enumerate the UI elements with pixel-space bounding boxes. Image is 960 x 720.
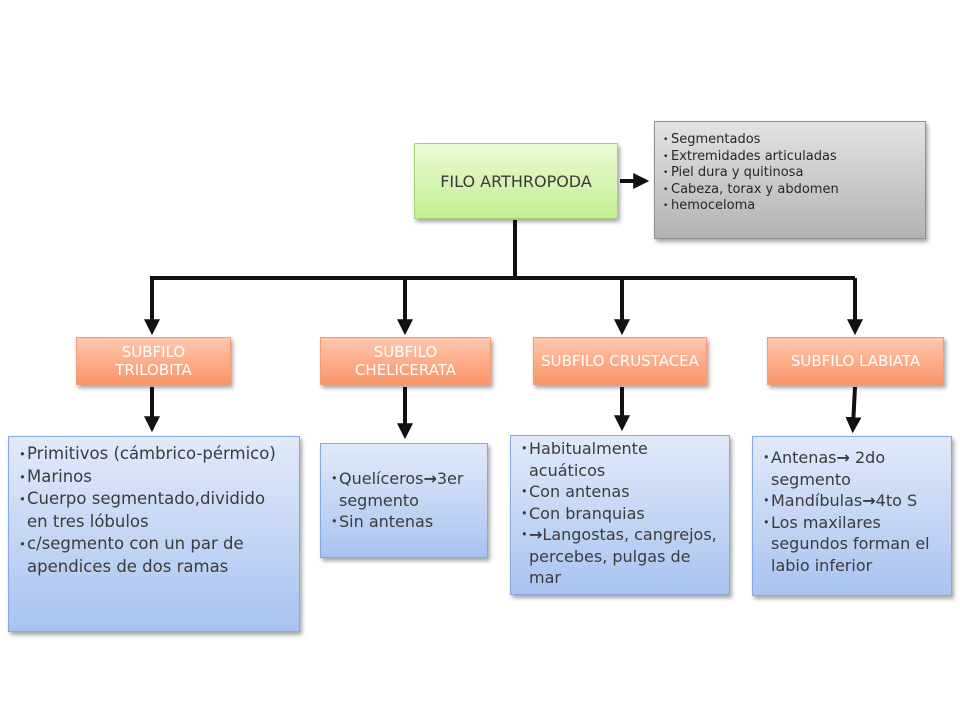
right-arrow-icon: → xyxy=(423,469,437,488)
right-arrow-icon: → xyxy=(836,448,850,467)
list-item: Quelíceros→3er segmento xyxy=(331,468,477,511)
list-item: Mandíbulas→4to S xyxy=(763,490,941,512)
list-item: hemoceloma xyxy=(663,198,917,215)
subphylum-label: SUBFILO CHELICERATA xyxy=(354,343,457,379)
details-list: Habitualmente acuáticos Con antenas Con … xyxy=(521,438,719,589)
item-text: Langostas, cangrejos, percebes, pulgas d… xyxy=(529,525,717,587)
right-arrow-icon: → xyxy=(862,491,876,510)
labiata-details: Antenas→ 2do segmento Mandíbulas→4to S L… xyxy=(752,436,952,596)
item-text: 4to S xyxy=(875,491,918,510)
list-item: Habitualmente acuáticos xyxy=(521,438,719,481)
list-item: Extremidades articuladas xyxy=(663,149,917,166)
item-text: 3er segmento xyxy=(339,469,464,510)
subphylum-trilobita: SUBFILO TRILOBITA xyxy=(76,337,231,385)
subphylum-label: SUBFILO TRILOBITA xyxy=(115,343,192,379)
characteristics-list: Segmentados Extremidades articuladas Pie… xyxy=(663,132,917,215)
chelicerata-details: Quelíceros→3er segmento Sin antenas xyxy=(320,443,488,558)
details-list: Quelíceros→3er segmento Sin antenas xyxy=(331,468,477,533)
item-text: Quelíceros xyxy=(339,469,424,488)
list-item: →Langostas, cangrejos, percebes, pulgas … xyxy=(521,524,719,589)
list-item: Piel dura y quitinosa xyxy=(663,165,917,182)
list-item: Segmentados xyxy=(663,132,917,149)
characteristics-box: Segmentados Extremidades articuladas Pie… xyxy=(654,121,926,239)
crustacea-details: Habitualmente acuáticos Con antenas Con … xyxy=(510,435,730,595)
list-item: Primitivos (cámbrico-pérmico) xyxy=(19,443,289,466)
details-list: Antenas→ 2do segmento Mandíbulas→4to S L… xyxy=(763,447,941,576)
trilobita-details: Primitivos (cámbrico-pérmico) Marinos Cu… xyxy=(8,436,300,632)
list-item: Cuerpo segmentado,dividido en tres lóbul… xyxy=(19,488,289,533)
item-text: 2do segmento xyxy=(771,448,886,489)
subphylum-crustacea: SUBFILO CRUSTACEA xyxy=(533,337,707,385)
arrow-to-labiata-details xyxy=(845,386,862,434)
list-item: Marinos xyxy=(19,466,289,489)
list-item: Antenas→ 2do segmento xyxy=(763,447,941,490)
root-node: FILO ARTHROPODA xyxy=(414,143,618,219)
list-item: c/segmento con un par de apendices de do… xyxy=(19,533,289,578)
list-item: Los maxilares segundos forman el labio i… xyxy=(763,512,941,577)
subphylum-chelicerata: SUBFILO CHELICERATA xyxy=(320,337,491,385)
list-item: Con branquias xyxy=(521,503,719,525)
list-item: Con antenas xyxy=(521,481,719,503)
list-item: Cabeza, torax y abdomen xyxy=(663,182,917,199)
details-list: Primitivos (cámbrico-pérmico) Marinos Cu… xyxy=(19,443,289,578)
item-text: Antenas xyxy=(771,448,837,467)
right-arrow-icon: → xyxy=(529,525,543,544)
subphylum-labiata: SUBFILO LABIATA xyxy=(767,337,944,385)
subphylum-label: SUBFILO LABIATA xyxy=(790,352,921,370)
root-label: FILO ARTHROPODA xyxy=(440,171,592,191)
item-text: Mandíbulas xyxy=(771,491,863,510)
subphylum-label: SUBFILO CRUSTACEA xyxy=(541,352,699,370)
list-item: Sin antenas xyxy=(331,511,477,533)
